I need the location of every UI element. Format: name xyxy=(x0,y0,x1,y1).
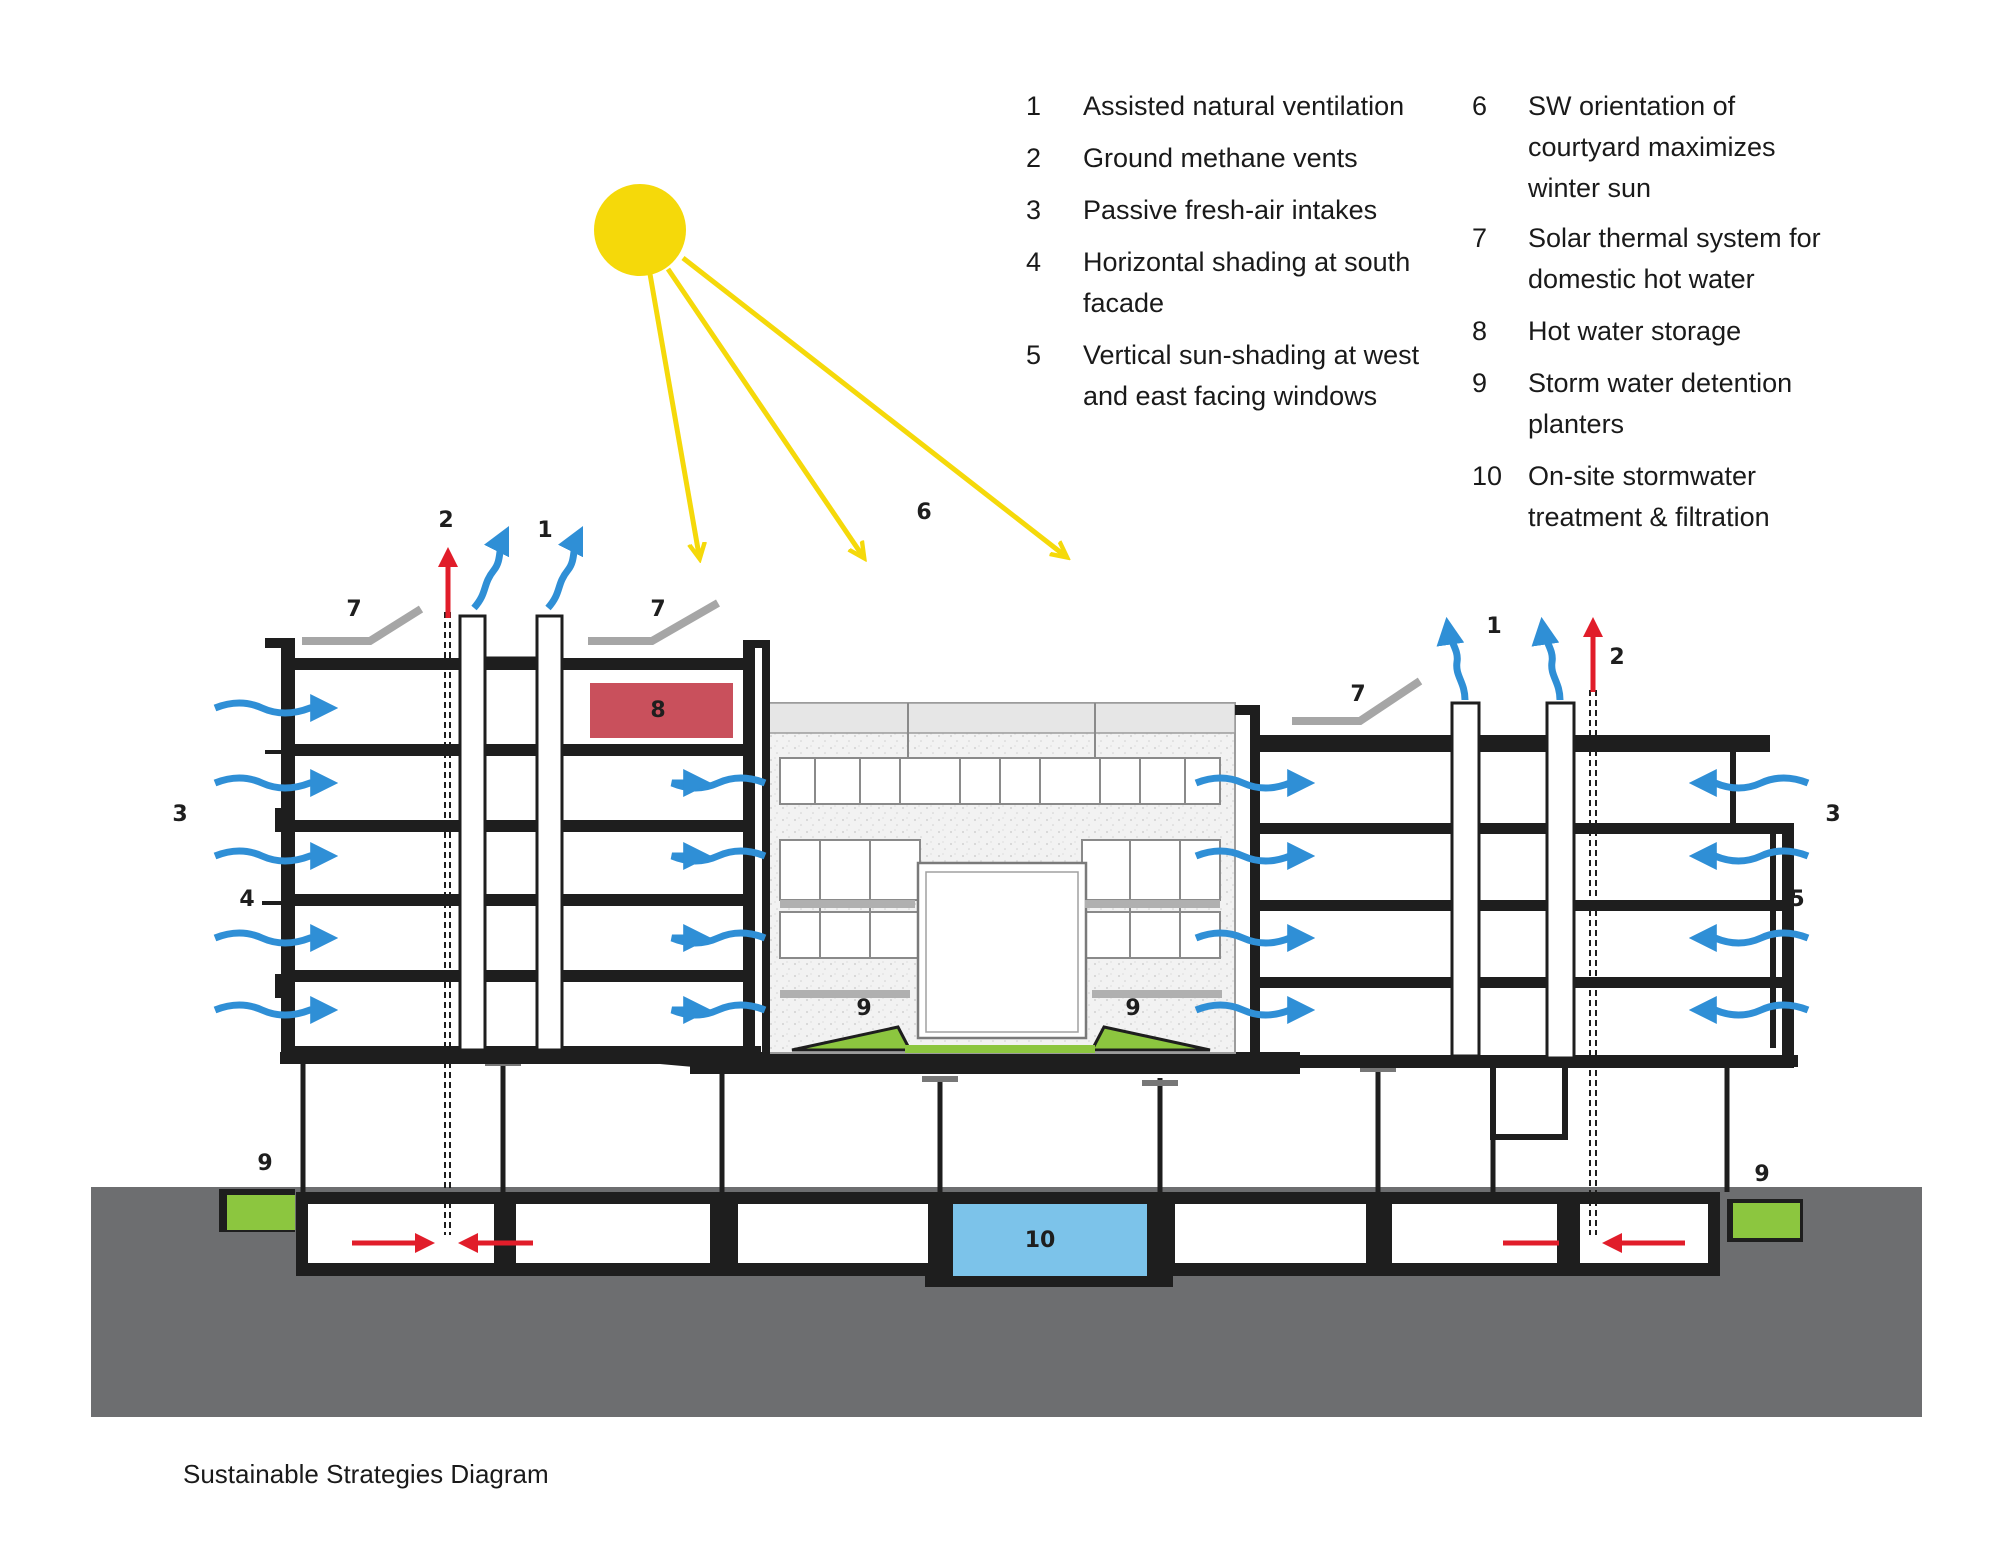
planter-right xyxy=(1733,1203,1800,1238)
marker-7: 7 xyxy=(346,597,361,622)
marker-10: 10 xyxy=(1025,1228,1056,1253)
marker-1: 1 xyxy=(537,518,552,543)
fresh-air-intake-arrows xyxy=(213,694,1810,1024)
legend-number: 10 xyxy=(1472,461,1503,491)
marker-6: 6 xyxy=(916,500,931,525)
left-building xyxy=(262,638,770,1060)
marker-9: 9 xyxy=(1125,996,1140,1021)
marker-8: 8 xyxy=(650,698,665,723)
sun-rays xyxy=(647,256,1064,555)
legend-number: 5 xyxy=(1026,340,1042,370)
marker-3: 3 xyxy=(172,802,187,827)
marker-7: 7 xyxy=(1350,682,1365,707)
legend-text: SW orientation of courtyard maximizes wi… xyxy=(1528,91,1776,203)
hot-water-tank xyxy=(590,683,733,738)
diagram-caption: Sustainable Strategies Diagram xyxy=(183,1459,549,1489)
methane-vent-arrows xyxy=(438,547,1603,692)
planter-left xyxy=(227,1195,295,1230)
legend-text: Assisted natural ventilation xyxy=(1083,91,1405,121)
solar-thermal-panels xyxy=(302,599,1423,725)
marker-2: 2 xyxy=(438,508,453,533)
marker-9: 9 xyxy=(1754,1162,1769,1187)
legend-text: Ground methane vents xyxy=(1083,143,1358,173)
legend-number: 9 xyxy=(1472,368,1488,398)
legend: 1 Assisted natural ventilation 2 Ground … xyxy=(0,0,2000,560)
legend-number: 4 xyxy=(1026,247,1042,277)
basement xyxy=(296,1192,1720,1287)
legend-number: 7 xyxy=(1472,223,1488,253)
legend-text: Storm water detention planters xyxy=(1528,368,1793,439)
marker-3: 3 xyxy=(1825,802,1840,827)
stormwater-treatment-tank xyxy=(953,1204,1147,1276)
legend-number: 6 xyxy=(1472,91,1488,121)
courtyard-planter-left xyxy=(791,1025,913,1052)
ventilation-shafts-left xyxy=(458,614,564,1052)
legend-number: 2 xyxy=(1026,143,1042,173)
legend-text: Solar thermal system for domestic hot wa… xyxy=(1528,223,1821,294)
marker-7: 7 xyxy=(650,597,665,622)
sun-icon xyxy=(594,184,686,276)
courtyard-planter-right xyxy=(1089,1025,1211,1052)
marker-4: 4 xyxy=(239,887,254,912)
marker-2: 2 xyxy=(1609,645,1624,670)
columns xyxy=(300,1058,1730,1192)
assisted-ventilation-arrows xyxy=(471,525,1564,701)
legend-text: Passive fresh-air intakes xyxy=(1083,195,1378,225)
legend-number: 1 xyxy=(1026,91,1042,121)
legend-text: Horizontal shading at south facade xyxy=(1083,247,1411,318)
marker-9: 9 xyxy=(257,1151,272,1176)
right-building xyxy=(1235,705,1798,1068)
legend-number: 3 xyxy=(1026,195,1042,225)
legend-number: 8 xyxy=(1472,316,1488,346)
legend-text: Vertical sun-shading at west and east fa… xyxy=(1083,340,1420,411)
courtyard-facade xyxy=(767,702,1236,1054)
legend-text: On-site stormwater treatment & filtratio… xyxy=(1528,461,1770,532)
marker-5: 5 xyxy=(1789,887,1804,912)
marker-1: 1 xyxy=(1486,614,1501,639)
legend-text: Hot water storage xyxy=(1528,316,1742,346)
marker-9: 9 xyxy=(856,996,871,1021)
ventilation-shafts-right xyxy=(1450,701,1576,1060)
